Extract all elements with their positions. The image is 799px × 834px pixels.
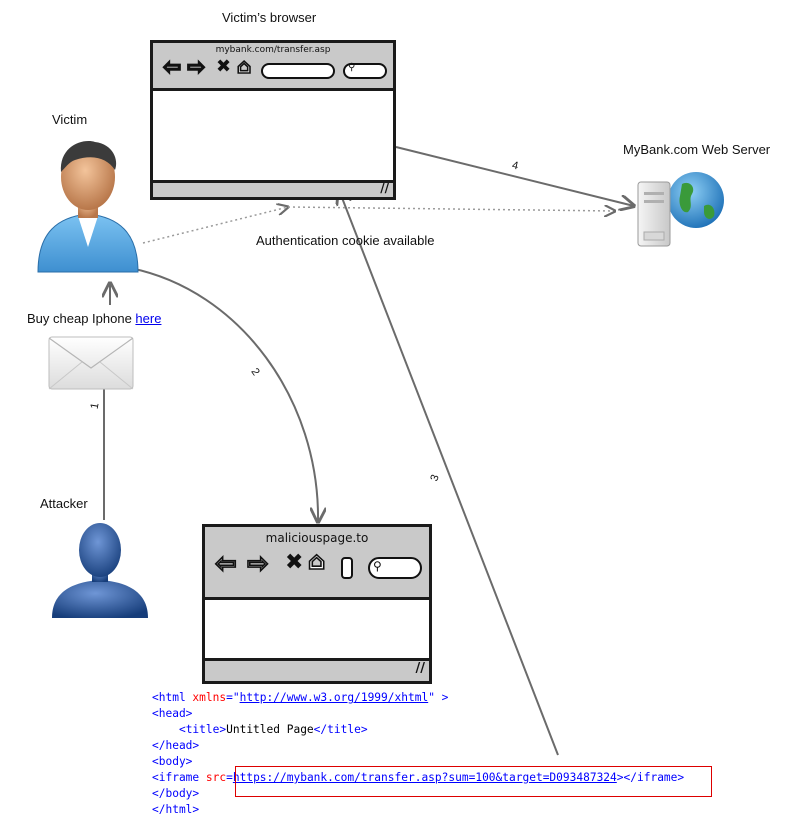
server-globe-icon	[637, 172, 724, 247]
browser-statusbar: //	[153, 180, 393, 197]
browser-statusbar: //	[205, 658, 429, 681]
arrow-step-2	[129, 267, 318, 522]
search-icon: ⚲	[373, 559, 382, 573]
forward-arrow-icon[interactable]: ⇨	[186, 55, 206, 80]
server-label: MyBank.com Web Server	[623, 142, 771, 157]
code-line-8: </html>	[152, 803, 200, 816]
victim-label: Victim	[52, 112, 88, 127]
html-code-listing: <html xmlns="http://www.w3.org/1999/xhtm…	[152, 690, 684, 818]
phishing-text: Buy cheap Iphone	[27, 311, 136, 326]
arrow-step-3	[339, 190, 559, 756]
code-url-link[interactable]: https://mybank.com/transfer.asp?sum=100&…	[232, 771, 617, 784]
search-box[interactable]: ⚲	[343, 62, 387, 79]
code-line-6: <iframe src=https://mybank.com/transfer.…	[152, 770, 684, 786]
code-token: <iframe	[152, 771, 206, 784]
browser-toolbar: mybank.com/transfer.asp ⇦ ⇨ ✖ ⌂ ⚲	[153, 43, 393, 91]
code-token: " >	[428, 691, 449, 704]
phishing-link[interactable]: here	[135, 311, 162, 326]
malicious-browser-window: maliciouspage.to ⇦ ⇨ ✖ ⌂ ⚲ //	[202, 524, 432, 684]
phishing-message: Buy cheap Iphone here	[27, 311, 161, 326]
arrow-step-4	[395, 146, 634, 206]
back-arrow-icon[interactable]: ⇦	[162, 55, 182, 80]
code-token: ></iframe>	[616, 771, 685, 784]
victim-browser-window: mybank.com/transfer.asp ⇦ ⇨ ✖ ⌂ ⚲ //	[150, 40, 396, 200]
code-line-2: <head>	[152, 707, 193, 720]
home-icon[interactable]: ⌂	[307, 547, 326, 575]
code-line-5: <body>	[152, 755, 193, 768]
person-silhouette-icon	[52, 523, 148, 618]
code-line-1: <html xmlns="http://www.w3.org/1999/xhtm…	[152, 690, 684, 706]
address-bar[interactable]	[261, 63, 335, 79]
resize-grip-icon[interactable]: //	[380, 181, 389, 195]
browser-url: mybank.com/transfer.asp	[215, 45, 331, 55]
cookie-dotted-right	[287, 207, 615, 211]
back-arrow-icon[interactable]: ⇦	[214, 549, 237, 579]
code-line-7: </body>	[152, 787, 200, 800]
code-token: src	[205, 771, 227, 784]
code-token: ="	[226, 691, 240, 704]
code-token: <html	[152, 691, 193, 704]
search-icon: ⚲	[348, 62, 356, 73]
victims-browser-title: Victim’s browser	[222, 10, 317, 25]
person-icon	[37, 141, 139, 273]
cookie-label: Authentication cookie available	[256, 233, 435, 248]
address-bar[interactable]	[341, 557, 353, 579]
stop-x-icon[interactable]: ✖	[216, 56, 232, 77]
forward-arrow-icon[interactable]: ⇨	[246, 549, 269, 579]
code-token: Untitled Page	[226, 723, 314, 736]
browser-url: maliciouspage.to	[265, 531, 369, 545]
attacker-label: Attacker	[40, 496, 88, 511]
search-box[interactable]: ⚲	[368, 557, 422, 579]
home-icon[interactable]: ⌂	[236, 54, 252, 78]
code-token: <title>	[178, 723, 227, 736]
envelope-icon	[48, 336, 134, 390]
code-token: </title>	[313, 723, 368, 736]
code-line-4: </head>	[152, 739, 200, 752]
code-url-link[interactable]: http://www.w3.org/1999/xhtml	[239, 691, 429, 704]
browser-toolbar: maliciouspage.to ⇦ ⇨ ✖ ⌂ ⚲	[205, 527, 429, 600]
stop-x-icon[interactable]: ✖	[285, 550, 304, 575]
code-line-3: <title>Untitled Page</title>	[152, 722, 684, 738]
iframe-highlight-box	[235, 766, 712, 797]
code-token: =	[226, 771, 233, 784]
code-token: xmlns	[192, 691, 227, 704]
resize-grip-icon[interactable]: //	[415, 661, 426, 676]
